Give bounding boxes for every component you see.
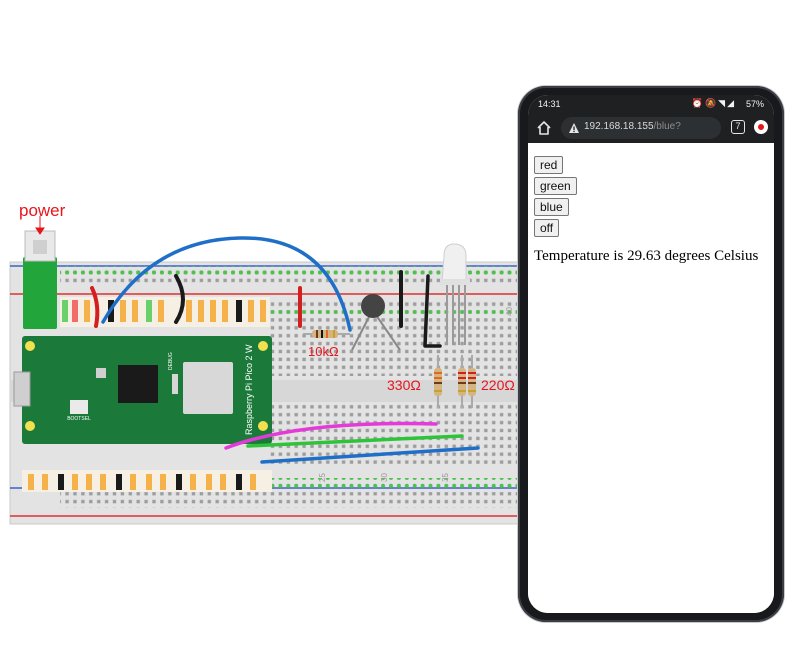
phone: 14:31 ⏰🔕◥◢ 57% 192.168.18.155/blue? 7 xyxy=(518,86,784,622)
debug-label: DEBUG xyxy=(168,352,174,370)
url-text: 192.168.18.155/blue? xyxy=(584,121,681,132)
power-arrow xyxy=(35,216,45,235)
column-label-30: 30 xyxy=(380,473,389,482)
column-label-40: 40 xyxy=(505,307,514,316)
blue-button[interactable]: blue xyxy=(534,198,569,216)
connected-holes-top-rail xyxy=(60,266,520,276)
bottom-rail-holes xyxy=(60,492,520,508)
menu-icon[interactable] xyxy=(754,120,768,134)
url-host: 192.168.18.155 xyxy=(584,121,654,132)
wifi-icon: ◥ xyxy=(718,98,728,108)
browser-toolbar: 192.168.18.155/blue? 7 xyxy=(528,113,774,143)
rgb-led xyxy=(440,243,470,345)
status-icons: ⏰🔕◥◢ xyxy=(692,98,736,109)
signal-icon: ◢ xyxy=(727,98,736,108)
resistor-220-label: 220Ω xyxy=(481,377,515,393)
connected-holes-bottom-rail xyxy=(60,478,520,488)
warning-icon[interactable] xyxy=(568,122,580,134)
power-label: power xyxy=(19,201,66,220)
power-module xyxy=(23,257,57,329)
green-button[interactable]: green xyxy=(534,177,577,195)
temperature-text: Temperature is 29.63 degrees Celsius xyxy=(534,248,759,264)
tab-count-button[interactable]: 7 xyxy=(731,120,745,134)
status-bar: 14:31 ⏰🔕◥◢ 57% xyxy=(528,95,774,113)
alarm-icon: ⏰ xyxy=(691,98,705,108)
resistor-220-a xyxy=(458,355,466,408)
pico-usb-port xyxy=(13,371,31,407)
wire-green xyxy=(246,434,464,448)
address-bar[interactable]: 192.168.18.155/blue? xyxy=(561,117,721,139)
off-button[interactable]: off xyxy=(534,219,560,237)
pico-label: Raspberry Pi Pico 2 W xyxy=(244,344,254,435)
wire-magenta xyxy=(224,421,438,450)
phone-screen: 14:31 ⏰🔕◥◢ 57% 192.168.18.155/blue? 7 xyxy=(528,95,774,613)
wire-black-left xyxy=(174,274,185,324)
connected-holes-mid xyxy=(270,306,520,316)
url-path: /blue? xyxy=(653,121,681,132)
pico-pin-header-bottom xyxy=(22,470,272,492)
pico-wireless-module xyxy=(183,362,233,414)
column-label-35: 35 xyxy=(441,473,450,482)
page-content: red green blue off Temperature is 29.63 … xyxy=(528,143,774,613)
red-button[interactable]: red xyxy=(534,156,564,174)
resistor-10k xyxy=(303,330,350,338)
resistor-330 xyxy=(434,355,442,408)
mute-icon: 🔕 xyxy=(704,98,719,108)
battery-level: 57% xyxy=(745,99,764,109)
status-time: 14:31 xyxy=(538,99,561,109)
resistor-10k-label: 10kΩ xyxy=(308,344,339,359)
thermistor xyxy=(351,294,401,351)
wire-blue-bottom xyxy=(260,446,480,464)
pico-chip xyxy=(118,365,158,403)
resistor-220-b xyxy=(468,355,476,408)
wire-blue-arc xyxy=(101,236,352,332)
wire-black-led xyxy=(423,274,442,348)
bootsel-label: BOOTSEL xyxy=(67,416,91,422)
home-icon[interactable] xyxy=(536,120,552,136)
bootsel-button xyxy=(70,400,88,414)
pico-pin-header-top xyxy=(60,297,270,327)
wire-red-left xyxy=(90,286,100,328)
column-label-25: 25 xyxy=(318,473,327,482)
resistor-330-label: 330Ω xyxy=(387,377,421,393)
